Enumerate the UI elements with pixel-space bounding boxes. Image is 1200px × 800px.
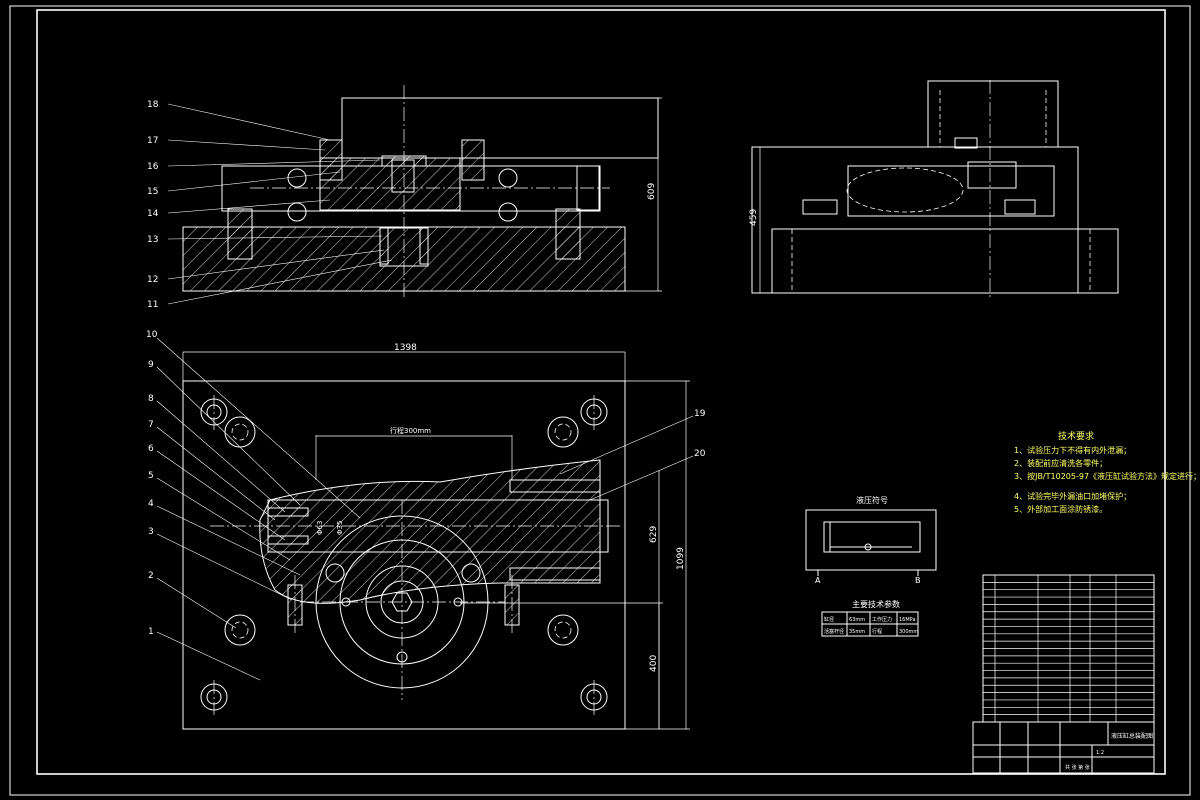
part-label-2: 2	[148, 571, 154, 581]
part-label-9: 9	[148, 360, 154, 370]
sheet-inner-frame	[36, 9, 1166, 775]
part-label-19: 19	[694, 409, 706, 419]
tech-req-item-4: 4、试验完毕外漏油口加堵保护；	[1014, 491, 1131, 501]
front-section-view	[182, 85, 662, 300]
param-cell: 缸径	[824, 616, 834, 623]
part-label-8: 8	[148, 394, 154, 404]
part-label-1: 1	[148, 627, 154, 637]
dim-plan-right-1: 629	[649, 526, 659, 543]
title-block-sheet: 共 张 第 张	[1065, 764, 1090, 771]
dim-plan-height: 1099	[676, 547, 686, 570]
title-block	[972, 721, 1155, 774]
param-cell: 行程	[872, 628, 882, 635]
part-label-17: 17	[147, 136, 158, 146]
param-cell: 16MPa	[899, 617, 916, 623]
dim-side-height: 459	[749, 209, 759, 226]
dim-plan-right-2: 400	[649, 655, 659, 672]
hydraulic-symbol	[805, 509, 937, 576]
tech-req-item-3: 3、按JB/T10205-97《液压缸试验方法》规定进行；	[1014, 471, 1200, 481]
part-label-10: 10	[146, 330, 158, 340]
hydraulic-symbol-title: 液压符号	[856, 495, 888, 505]
part-label-14: 14	[147, 209, 159, 219]
part-label-12: 12	[147, 275, 158, 285]
params-table-title: 主要技术参数	[852, 599, 900, 609]
part-label-11: 11	[147, 300, 158, 310]
dim-dia-1: Φ63	[316, 521, 324, 535]
part-label-4: 4	[148, 499, 154, 509]
part-label-20: 20	[694, 449, 706, 459]
part-label-15: 15	[147, 187, 158, 197]
params-table	[821, 611, 919, 637]
tech-req-item-5: 5、外部加工面涂防锈漆。	[1014, 504, 1107, 514]
plan-leaders	[156, 337, 694, 681]
part-label-6: 6	[148, 444, 154, 454]
part-label-5: 5	[148, 471, 154, 481]
bom-table	[982, 574, 1155, 723]
sheet-outer-border	[9, 5, 1191, 796]
cylinder-block	[319, 157, 461, 211]
part-label-16: 16	[147, 162, 159, 172]
tech-req-title: 技术要求	[1058, 430, 1094, 442]
front-leaders	[167, 103, 393, 305]
hydraulic-port-a: A	[815, 576, 821, 585]
plan-view	[182, 351, 690, 730]
upper-body	[341, 97, 659, 159]
title-block-scale: 1:2	[1096, 750, 1104, 756]
part-label-7: 7	[148, 420, 154, 430]
param-cell: 300mm	[899, 629, 918, 635]
tech-req-item-1: 1、试验压力下不得有内外泄漏；	[1014, 445, 1131, 455]
title-block-name: 液压缸总装配图	[1111, 732, 1153, 740]
dim-front-height: 609	[647, 183, 657, 200]
part-label-3: 3	[148, 527, 154, 537]
dim-plan-width: 1398	[394, 343, 417, 353]
part-label-13: 13	[147, 235, 158, 245]
dim-dia-2: Φ35	[336, 521, 344, 535]
tech-req-item-2: 2、装配前应清洗各零件；	[1014, 458, 1107, 468]
param-cell: 活塞杆径	[824, 628, 844, 635]
param-cell: 63mm	[849, 617, 865, 623]
hydraulic-port-b: B	[915, 576, 921, 585]
dim-stroke: 行程300mm	[390, 426, 431, 435]
param-cell: 工作压力	[872, 616, 892, 623]
param-cell: 35mm	[849, 629, 865, 635]
side-view	[751, 80, 1119, 300]
part-label-18: 18	[147, 100, 159, 110]
